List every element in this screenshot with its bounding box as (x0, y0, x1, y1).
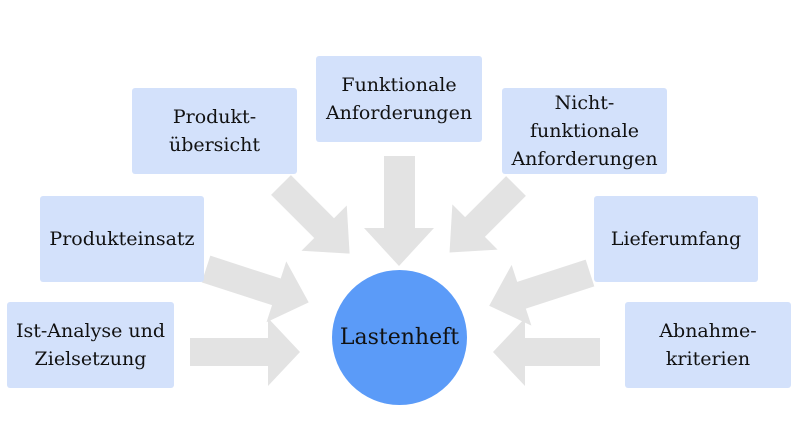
node-abnahme-line-2: kriterien (665, 348, 751, 370)
arrow-produktuebersicht (271, 175, 350, 254)
node-produktuebersicht-line-2: übersicht (168, 134, 261, 156)
center-label: Lastenheft (339, 325, 460, 350)
node-ist-analyse-line-2: Zielsetzung (34, 348, 147, 370)
arrow-produkteinsatz (201, 255, 309, 323)
node-abnahme: Abnahme- kriterien (625, 302, 791, 388)
arrow-abnahme (493, 318, 600, 386)
node-ist-analyse-line-1: Ist-Analyse und (15, 320, 166, 342)
center-circle: Lastenheft (332, 270, 467, 405)
node-lieferumfang-line-1: Lieferumfang (610, 228, 742, 250)
node-produkteinsatz-line-1: Produkteinsatz (49, 228, 195, 250)
node-lieferumfang: Lieferumfang (594, 196, 758, 282)
node-nichtfunktionale-line-2: funktionale (529, 120, 640, 142)
node-funktionale-line-1: Funktionale (341, 74, 457, 96)
node-abnahme-line-1: Abnahme- (659, 320, 757, 342)
node-funktionale-line-2: Anforderungen (325, 102, 473, 124)
arrow-funktionale (364, 156, 434, 266)
node-ist-analyse: Ist-Analyse und Zielsetzung (7, 302, 174, 388)
node-nichtfunktionale-line-3: Anforderungen (511, 148, 658, 170)
arrow-nichtfunktionale (449, 176, 526, 253)
node-funktionale: Funktionale Anforderungen (316, 56, 482, 142)
node-nichtfunktionale: Nicht- funktionale Anforderungen (502, 88, 667, 174)
node-nichtfunktionale-line-1: Nicht- (554, 92, 615, 114)
arrow-ist-analyse (190, 318, 300, 386)
arrow-lieferumfang (489, 259, 595, 326)
node-produktuebersicht-line-1: Produkt- (172, 106, 257, 128)
node-produktuebersicht: Produkt- übersicht (132, 88, 297, 174)
node-produkteinsatz: Produkteinsatz (40, 196, 204, 282)
